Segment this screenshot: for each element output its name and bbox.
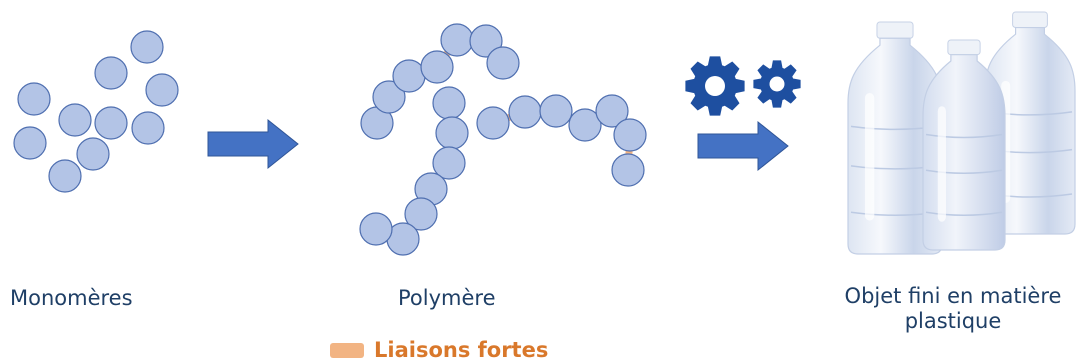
chain-monomer — [359, 212, 393, 246]
gears-icon — [685, 56, 801, 116]
monomer — [94, 106, 128, 140]
legend: Liaisons fortes — [330, 338, 548, 362]
right-arrow-icon — [697, 120, 789, 172]
chain-monomer — [372, 80, 406, 114]
plastic-bottles-icon — [847, 11, 1076, 255]
chain-monomer — [568, 108, 602, 142]
bottle-rib — [925, 169, 1003, 174]
bottle-cap — [1012, 11, 1048, 29]
monomer — [145, 73, 179, 107]
chain-monomer — [508, 95, 542, 129]
monomer — [17, 82, 51, 116]
bottle-highlight — [864, 93, 875, 221]
chain-monomer — [611, 153, 645, 187]
arrows-group — [207, 118, 789, 172]
bottle-body — [922, 54, 1006, 251]
bottle-rib — [925, 133, 1003, 139]
polymer-label: Polymère — [398, 286, 496, 310]
monomer — [94, 56, 128, 90]
chain-monomer — [435, 116, 469, 150]
chain-monomer — [539, 94, 573, 128]
monomer — [76, 137, 110, 171]
legend-label: Liaisons fortes — [374, 338, 549, 362]
chain-monomer — [392, 59, 426, 93]
chain-monomer — [486, 46, 520, 80]
chain-monomer — [469, 24, 503, 58]
monomer — [131, 111, 165, 145]
chain-monomer — [432, 146, 466, 180]
large-gear-icon-hole — [705, 76, 725, 96]
bottle-cap — [876, 21, 914, 39]
monomer — [48, 159, 82, 193]
finished-object-label: Objet fini en matière plastique — [844, 284, 1062, 333]
bond-legend-swatch — [330, 342, 364, 358]
bottle-rib — [925, 211, 1003, 216]
monomer — [130, 30, 164, 64]
back-right-bottle — [984, 11, 1076, 235]
middle-bottle — [922, 39, 1006, 251]
monomer — [58, 103, 92, 137]
chain-monomer — [595, 94, 629, 128]
monomer — [13, 126, 47, 160]
chain-monomer — [404, 197, 438, 231]
monomers-label: Monomères — [10, 286, 133, 310]
chain-monomer — [613, 118, 647, 152]
bottle-cap — [947, 39, 981, 56]
chain-monomer — [440, 23, 474, 57]
bottle-highlight — [937, 106, 946, 222]
chain-monomer — [420, 50, 454, 84]
chain-monomer — [432, 86, 466, 120]
monomers-group — [13, 30, 179, 193]
right-arrow-icon — [207, 118, 299, 170]
chain-monomer — [476, 106, 510, 140]
polymer-chain — [359, 23, 647, 256]
small-gear-icon-hole — [769, 76, 785, 92]
